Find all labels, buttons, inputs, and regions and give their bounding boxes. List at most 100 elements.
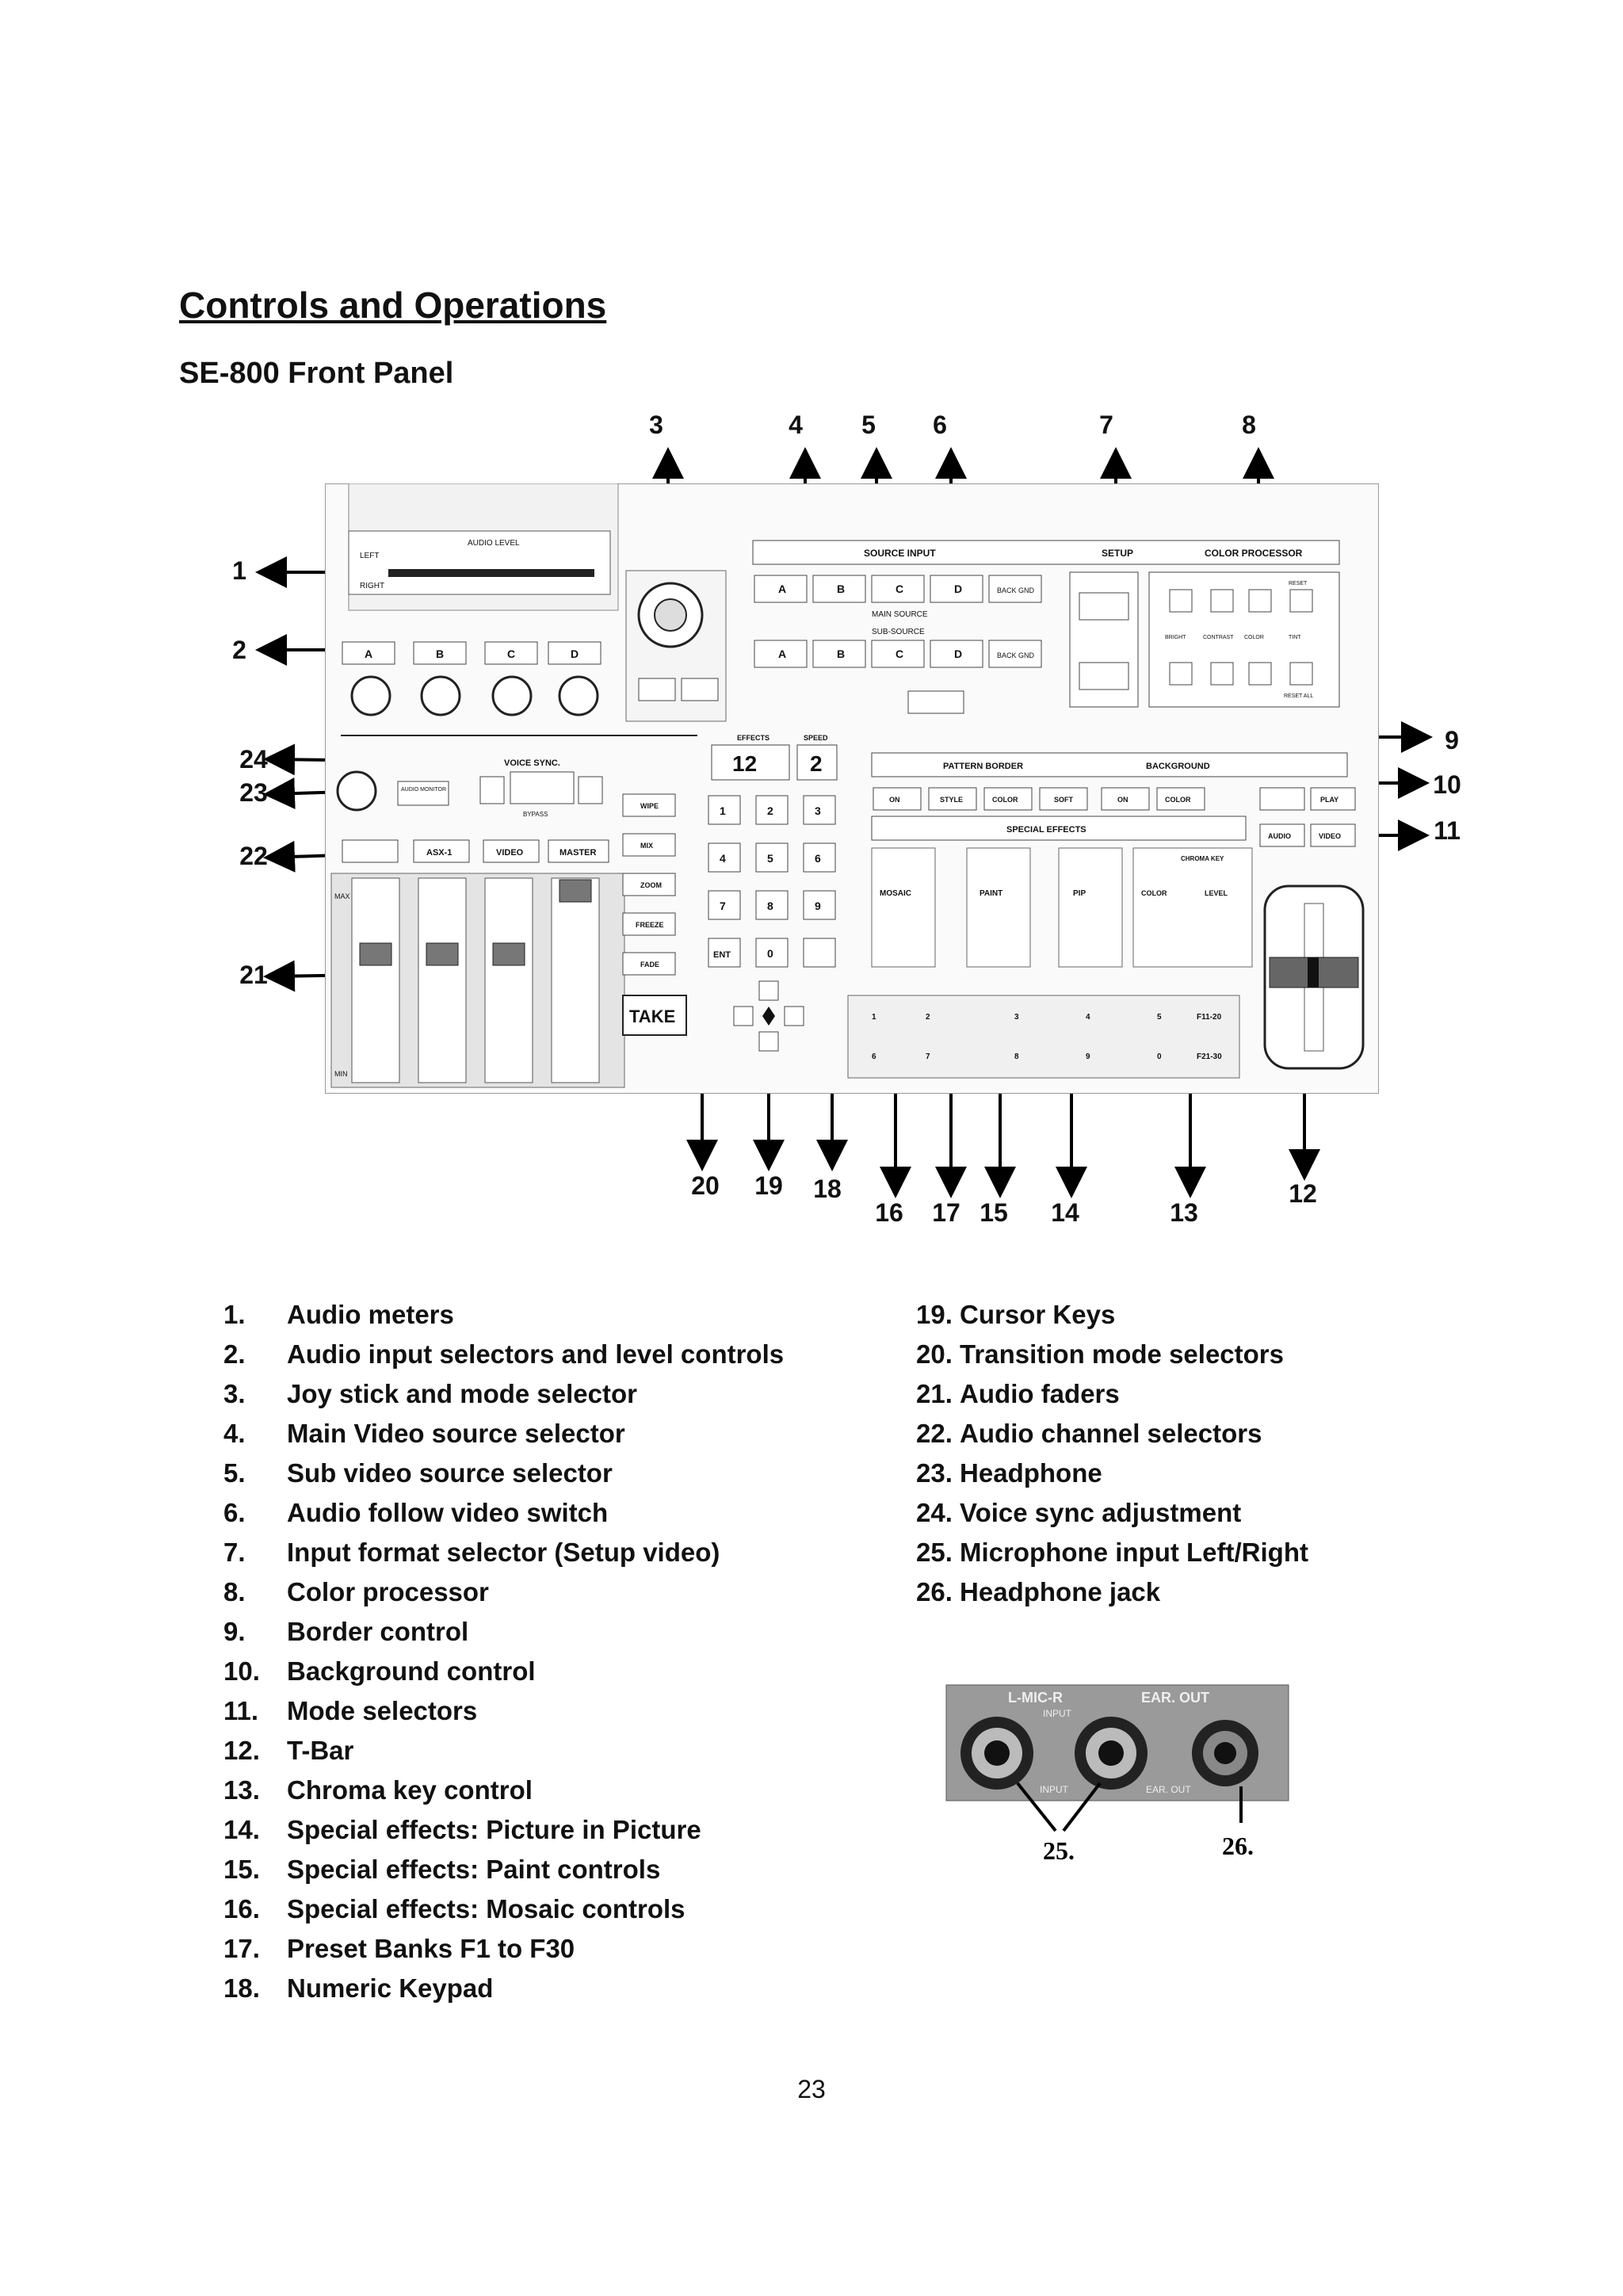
svg-text:SPEED: SPEED: [804, 734, 828, 742]
svg-text:1: 1: [872, 1013, 876, 1022]
svg-text:L-MIC-R: L-MIC-R: [1008, 1690, 1063, 1706]
list-item: 12.T-Bar: [223, 1736, 354, 1765]
list-item: 21. Audio faders: [916, 1379, 1120, 1408]
page-number: 23: [797, 2075, 826, 2103]
svg-text:SOFT: SOFT: [1054, 796, 1074, 804]
svg-text:C: C: [896, 648, 903, 660]
svg-text:WIPE: WIPE: [640, 802, 659, 810]
list-item: 14.Special effects: Picture in Picture: [223, 1815, 701, 1844]
list-item: 20. Transition mode selectors: [916, 1339, 1285, 1369]
svg-text:3: 3: [1014, 1013, 1019, 1022]
svg-text:MAIN SOURCE: MAIN SOURCE: [872, 610, 928, 619]
callout-21: 21: [239, 961, 268, 989]
list-item: 19. Cursor Keys: [916, 1300, 1116, 1329]
special-effects-controls: MOSAIC PAINT PIP CHROMA KEY COLOR LEVEL: [871, 847, 1253, 968]
svg-text:CONTRAST: CONTRAST: [1203, 635, 1234, 640]
callout-19: 19: [754, 1171, 783, 1200]
callout-22: 22: [239, 842, 268, 870]
svg-text:MIX: MIX: [640, 842, 653, 850]
audio-meters: [388, 569, 594, 577]
svg-text:4: 4: [1086, 1013, 1090, 1022]
svg-text:BACK GND: BACK GND: [997, 586, 1035, 594]
svg-text:C: C: [507, 648, 515, 660]
list-item: 8.Color processor: [223, 1577, 489, 1606]
svg-text:D: D: [954, 583, 962, 595]
list-item: 10.Background control: [223, 1656, 536, 1686]
svg-text:A: A: [778, 648, 786, 660]
svg-text:SOURCE INPUT: SOURCE INPUT: [864, 548, 936, 559]
numeric-keypad: 1 2 3 4 5 6 7 8 9 ENT 0: [708, 795, 836, 968]
svg-text:ON: ON: [1117, 796, 1128, 804]
list-item: 15.Special effects: Paint controls: [223, 1855, 661, 1884]
svg-text:SPECIAL EFFECTS: SPECIAL EFFECTS: [1006, 825, 1086, 835]
svg-text:PLAY: PLAY: [1320, 796, 1338, 804]
callout-15: 15: [980, 1198, 1008, 1227]
svg-text:F11-20: F11-20: [1197, 1013, 1222, 1022]
callout-1: 1: [232, 556, 246, 585]
svg-text:B: B: [837, 648, 845, 660]
svg-text:MIN: MIN: [334, 1070, 348, 1078]
svg-text:A: A: [778, 583, 786, 595]
svg-text:COLOR: COLOR: [1141, 889, 1167, 897]
mic-headphone-jacks: L-MIC-R EAR. OUT INPUT INPUT EAR. OUT 25…: [945, 1684, 1289, 1865]
section-title: SE-800 Front Panel: [179, 357, 454, 390]
svg-text:ON: ON: [889, 796, 900, 804]
svg-text:ENT: ENT: [713, 950, 731, 960]
list-item: 1.Audio meters: [223, 1300, 454, 1329]
callout-7: 7: [1099, 411, 1113, 439]
svg-text:8: 8: [1014, 1052, 1019, 1061]
svg-text:VOICE SYNC.: VOICE SYNC.: [504, 758, 560, 768]
svg-text:F21-30: F21-30: [1197, 1052, 1222, 1061]
svg-text:7: 7: [926, 1052, 930, 1061]
callout-10: 10: [1433, 770, 1461, 799]
svg-text:EAR. OUT: EAR. OUT: [1146, 1784, 1191, 1795]
list-item: 24. Voice sync adjustment: [916, 1498, 1242, 1527]
svg-text:FADE: FADE: [640, 961, 659, 968]
list-item: 16.Special effects: Mosaic controls: [223, 1894, 685, 1924]
svg-text:ZOOM: ZOOM: [640, 881, 662, 889]
svg-text:0: 0: [1157, 1052, 1162, 1061]
svg-text:MASTER: MASTER: [559, 848, 597, 858]
svg-text:EFFECTS: EFFECTS: [737, 734, 769, 742]
svg-text:B: B: [436, 648, 444, 660]
svg-text:2: 2: [926, 1013, 930, 1022]
svg-text:VIDEO: VIDEO: [1319, 832, 1341, 840]
svg-text:CHROMA KEY: CHROMA KEY: [1181, 855, 1224, 862]
cursor-keys: [733, 980, 804, 1052]
marker-25: 25.: [1043, 1836, 1075, 1865]
svg-text:MOSAIC: MOSAIC: [880, 889, 911, 898]
svg-text:5: 5: [1157, 1013, 1162, 1022]
callout-6: 6: [933, 411, 947, 439]
list-item: 4.Main Video source selector: [223, 1419, 625, 1448]
svg-text:D: D: [954, 648, 962, 660]
svg-text:ASX-1: ASX-1: [426, 848, 452, 858]
callout-8: 8: [1242, 411, 1256, 439]
list-item: 22. Audio channel selectors: [916, 1419, 1262, 1448]
svg-text:6: 6: [872, 1052, 876, 1061]
svg-text:FREEZE: FREEZE: [636, 921, 664, 929]
svg-text:STYLE: STYLE: [940, 796, 963, 804]
sub-source-selector: A B C D BACK GND: [754, 640, 1042, 668]
svg-text:LEVEL: LEVEL: [1205, 889, 1228, 897]
svg-text:SETUP: SETUP: [1102, 548, 1133, 559]
svg-text:RESET ALL: RESET ALL: [1284, 693, 1313, 699]
audio-follow-video-switch: [907, 690, 964, 714]
svg-text:BACK GND: BACK GND: [997, 651, 1035, 659]
svg-text:BACKGROUND: BACKGROUND: [1146, 762, 1210, 771]
list-item: 17.Preset Banks F1 to F30: [223, 1934, 575, 1963]
callout-20: 20: [691, 1171, 720, 1200]
list-item: 6.Audio follow video switch: [223, 1498, 609, 1527]
svg-text:COLOR PROCESSOR: COLOR PROCESSOR: [1205, 548, 1303, 559]
callout-11: 11: [1434, 816, 1461, 845]
list-item: 7.Input format selector (Setup video): [223, 1538, 720, 1567]
audio-mode-selector: [1259, 823, 1305, 847]
svg-text:RIGHT: RIGHT: [360, 582, 384, 590]
svg-text:VIDEO: VIDEO: [496, 848, 524, 858]
callout-23: 23: [239, 778, 268, 807]
svg-text:PATTERN BORDER: PATTERN BORDER: [943, 762, 1023, 771]
svg-text:C: C: [896, 583, 903, 595]
effects-value: 12: [732, 751, 757, 776]
svg-text:AUDIO MONITOR: AUDIO MONITOR: [401, 787, 446, 793]
speed-value: 2: [810, 751, 823, 776]
svg-text:3: 3: [815, 804, 821, 817]
